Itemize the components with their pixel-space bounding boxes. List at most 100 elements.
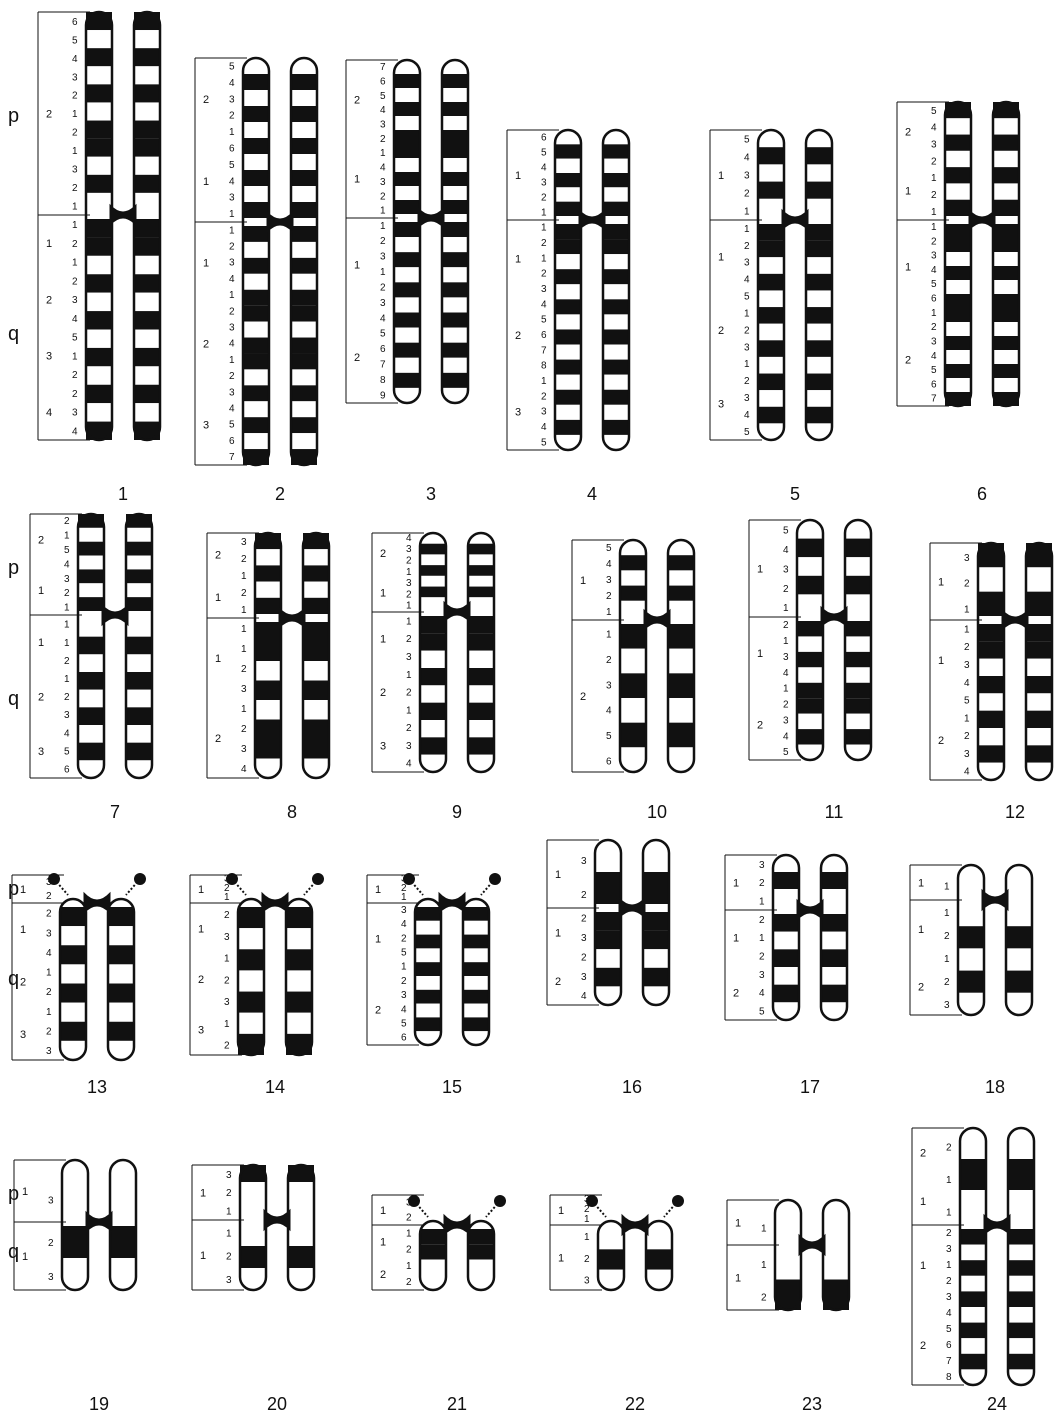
band-q-20-0-1 [240, 1246, 266, 1268]
region-q-2-1: 2 [203, 339, 209, 351]
band-q-14-0-4 [238, 992, 264, 1013]
band-q-5-0-1 [758, 241, 784, 258]
band-num-p-18-0: 1 [944, 882, 950, 893]
band-num-q-10-0: 1 [606, 630, 612, 641]
band-p-7-0-5 [78, 583, 104, 597]
band-p-3-1-9 [442, 186, 468, 200]
band-num-p-8-4: 1 [241, 605, 247, 616]
band-p-8-1-1 [303, 549, 329, 565]
chromosome-6: 2112543212112345612345676 [897, 102, 1019, 504]
band-num-p-20-0: 3 [226, 1170, 232, 1181]
band-num-q-19-1: 3 [48, 1272, 54, 1283]
band-q-10-1-3 [668, 698, 694, 723]
band-p-10-1-2 [668, 570, 694, 585]
band-p-5-1-3 [806, 182, 832, 199]
band-num-q-4-0: 1 [541, 223, 547, 234]
band-p-3-1-6 [442, 144, 468, 158]
band-num-q-16-2: 2 [581, 952, 587, 963]
band-num-p-9-0: 4 [406, 533, 412, 544]
band-p-6-1-3 [993, 151, 1019, 167]
region-q-5-1: 2 [718, 325, 724, 337]
band-num-p-7-0: 2 [64, 516, 70, 527]
band-q-17-0-0 [773, 914, 799, 932]
band-num-q-5-2: 3 [744, 258, 750, 269]
band-num-q-14-2: 1 [224, 954, 230, 965]
band-p-4-1-5 [603, 202, 629, 216]
band-num-q-24-3: 2 [946, 1276, 952, 1287]
band-q-10-1-2 [668, 673, 694, 698]
region-q-4-0: 1 [515, 253, 521, 265]
band-q-2-0-5 [243, 306, 269, 322]
region-q-21-0: 1 [380, 1236, 386, 1248]
band-q-9-1-3 [468, 668, 494, 685]
band-q-13-0-2 [60, 945, 86, 964]
band-q-7-0-3 [78, 672, 104, 690]
band-q-16-1-1 [643, 931, 669, 950]
band-num-q-9-2: 3 [406, 652, 412, 663]
band-num-q-3-6: 4 [380, 313, 386, 324]
band-p-19-0-0 [62, 1160, 88, 1218]
band-p-2-0-8 [243, 186, 269, 202]
band-num-q-8-4: 1 [241, 704, 247, 715]
band-q-24-0-0 [960, 1229, 986, 1245]
band-p-10-1-4 [668, 601, 694, 616]
band-p-3-0-4 [394, 116, 420, 130]
band-num-q-9-1: 2 [406, 634, 412, 645]
band-q-9-0-1 [420, 633, 446, 650]
band-q-11-0-0 [797, 621, 823, 636]
band-p-1-0-2 [86, 48, 112, 66]
band-p-6-1-2 [993, 135, 1019, 151]
band-num-p-13-0: 3 [46, 877, 52, 888]
band-num-p-2-3: 2 [229, 111, 235, 122]
band-p-11-0-4 [797, 594, 823, 613]
band-q-10-0-4 [620, 723, 646, 748]
band-q-5-1-1 [806, 241, 832, 258]
band-p-1-1-1 [134, 30, 160, 48]
band-num-q-11-4: 1 [783, 684, 789, 695]
arm-label-q-row2: q [8, 688, 19, 710]
band-num-q-18-1: 2 [944, 931, 950, 942]
band-num-q-2-12: 5 [229, 420, 235, 431]
band-p-4-1-2 [603, 159, 629, 173]
centromere-1 [110, 205, 136, 225]
band-p-7-0-4 [78, 569, 104, 583]
band-q-3-0-0 [394, 222, 420, 237]
band-q-6-0-9 [945, 350, 971, 364]
chromosome-label-21: 21 [447, 1394, 467, 1414]
band-p-1-1-6 [134, 121, 160, 139]
band-p-7-1-6 [126, 597, 152, 611]
region-q-2-2: 3 [203, 420, 209, 432]
band-num-q-8-2: 2 [241, 664, 247, 675]
band-q-1-1-2 [134, 256, 160, 274]
band-num-q-2-10: 3 [229, 387, 235, 398]
band-q-4-1-0 [603, 224, 629, 239]
band-p-19-1-0 [110, 1160, 136, 1218]
band-num-p-5-2: 3 [744, 171, 750, 182]
band-q-11-1-6 [845, 714, 871, 729]
band-q-3-1-4 [442, 282, 468, 297]
band-p-9-1-3 [468, 565, 494, 576]
band-q-7-1-4 [126, 690, 152, 708]
band-p-3-0-6 [394, 144, 420, 158]
band-num-p-2-1: 4 [229, 78, 235, 89]
band-num-q-1-11: 4 [72, 426, 78, 437]
region-q-20-0: 1 [200, 1250, 206, 1262]
band-num-q-21-3: 2 [406, 1277, 412, 1288]
band-num-q-21-2: 1 [406, 1261, 412, 1272]
band-num-q-11-5: 2 [783, 700, 789, 711]
band-p-7-0-1 [78, 528, 104, 542]
region-p-7-0: 2 [38, 534, 44, 546]
region-q-8-0: 1 [215, 653, 221, 665]
band-num-q-15-0: 3 [401, 905, 407, 916]
band-q-15-1-4 [463, 962, 489, 976]
band-p-10-0-3 [620, 586, 646, 601]
band-q-19-1-0 [110, 1226, 136, 1258]
chromosome-2: 2112354321654311234123412345672 [195, 58, 317, 504]
band-num-q-4-6: 5 [541, 315, 547, 326]
band-p-11-0-1 [797, 539, 823, 558]
band-q-3-1-8 [442, 343, 468, 358]
band-q-5-1-4 [806, 290, 832, 307]
band-q-6-1-2 [993, 252, 1019, 266]
chromosome-9: 2112343213211231212349 [372, 533, 494, 822]
band-q-15-0-5 [415, 976, 441, 990]
